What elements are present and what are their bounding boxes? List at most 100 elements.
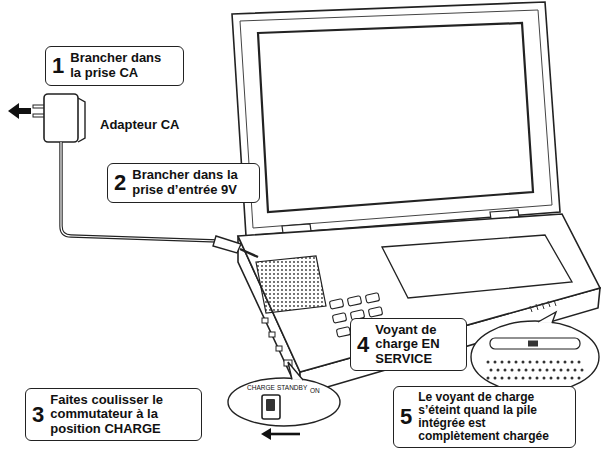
- callout-box: 3 Faites coulisser le commutateur à la po…: [25, 388, 202, 441]
- front-led-grille: [530, 300, 556, 312]
- led-slot: [490, 338, 580, 349]
- callout-number: 1: [52, 55, 64, 77]
- jack: [269, 332, 275, 337]
- grille-dot: [560, 369, 563, 372]
- grille-dot: [567, 369, 570, 372]
- grille-dot: [546, 369, 549, 372]
- pointer-join: [540, 322, 551, 325]
- grille-dot: [581, 369, 584, 372]
- grille-dot: [529, 361, 532, 364]
- adapter-side: [78, 98, 85, 142]
- grille-dot: [494, 377, 497, 380]
- screen: [258, 23, 533, 212]
- grille-dot: [518, 369, 521, 372]
- grille-dot: [578, 361, 581, 364]
- grille-dot: [504, 369, 507, 372]
- grille-dot: [564, 361, 567, 364]
- top-panel: [382, 235, 572, 298]
- callout-number: 5: [400, 406, 412, 428]
- switch-inset: [228, 362, 340, 440]
- grille-dot: [511, 369, 514, 372]
- switch-slider: [266, 399, 275, 411]
- grille-dot: [574, 369, 577, 372]
- grille-dot: [494, 361, 497, 364]
- grille-dot: [515, 361, 518, 364]
- jack: [276, 346, 282, 351]
- grille-line: [536, 304, 538, 310]
- plug: [213, 236, 241, 253]
- button: [347, 296, 361, 307]
- grille-line: [554, 300, 556, 306]
- callout-text: Faites coulisser le commutateur à la pos…: [50, 393, 190, 437]
- grille-dot: [536, 377, 539, 380]
- part-name: Adapteur CA: [100, 118, 179, 132]
- adapter-body: [44, 94, 78, 142]
- grille-dot: [525, 369, 528, 372]
- lid-outline: [232, 2, 560, 236]
- grille-dot: [508, 377, 511, 380]
- switch-frame: [262, 395, 280, 419]
- jack: [262, 318, 268, 323]
- grille-dot: [532, 369, 535, 372]
- ac-adapter: [8, 94, 258, 257]
- inset-pointer: [288, 362, 303, 380]
- grille-dot: [550, 361, 553, 364]
- grille-line: [542, 303, 544, 309]
- callout-text: Brancher dans la prise CA: [70, 51, 172, 81]
- player-lid: [232, 2, 560, 240]
- switch-position: ON: [310, 387, 320, 394]
- button: [365, 293, 379, 304]
- grille-dot: [501, 361, 504, 364]
- inset-bubble: [228, 378, 340, 426]
- grille-dot: [522, 377, 525, 380]
- button: [336, 327, 350, 338]
- led-inset: [471, 312, 599, 393]
- grille-dot: [539, 369, 542, 372]
- grille-dot: [571, 361, 574, 364]
- callout-text: Brancher dans la prise d’entrée 9V: [132, 168, 248, 198]
- button: [329, 299, 343, 310]
- callout-number: 2: [114, 172, 126, 194]
- lid-bezel: [240, 10, 552, 228]
- callout-text: Voyant de charge EN SERVICE: [375, 323, 455, 367]
- slide-arrow: [270, 433, 300, 436]
- inset-bubble: [471, 321, 599, 393]
- slide-arrowhead: [261, 428, 271, 440]
- grille-dot: [529, 377, 532, 380]
- grille-dot: [497, 369, 500, 372]
- callout-box: 2 Brancher dans la prise d’entrée 9V: [107, 163, 260, 203]
- speaker-grille: [256, 256, 326, 313]
- grille-dot: [536, 361, 539, 364]
- callout-number: 3: [32, 404, 44, 426]
- grille-dot: [490, 369, 493, 372]
- player-base: [238, 214, 600, 395]
- button: [368, 307, 382, 318]
- plug-tip: [240, 249, 258, 257]
- callout-box: 4 Voyant de charge EN SERVICE: [350, 318, 467, 371]
- grille-dot: [543, 361, 546, 364]
- grille-dot: [557, 361, 560, 364]
- grille-dots: [487, 361, 584, 380]
- grille-dot: [487, 361, 490, 364]
- pointer-join: [293, 380, 302, 383]
- callout-box: 1 Brancher dans la prise CA: [45, 46, 184, 86]
- direction-arrow: [8, 103, 31, 119]
- grille-dot: [553, 369, 556, 372]
- side-jacks: [262, 318, 292, 366]
- grille-dot: [578, 377, 581, 380]
- grille-dot: [508, 361, 511, 364]
- grille-dot: [557, 377, 560, 380]
- callout-text: Le voyant de charge s’éteint quand la pi…: [418, 391, 564, 444]
- button: [332, 313, 346, 324]
- grille-dot: [543, 377, 546, 380]
- charge-led: [528, 341, 538, 347]
- grille-dot: [501, 377, 504, 380]
- switch-position: STANDBY: [277, 384, 307, 391]
- grille-dot: [550, 377, 553, 380]
- grille-dot: [571, 377, 574, 380]
- callout-box: 5 Le voyant de charge s’éteint quand la p…: [393, 386, 576, 448]
- callout-number: 4: [357, 334, 369, 356]
- grille-line: [548, 301, 550, 307]
- grille-dot: [564, 377, 567, 380]
